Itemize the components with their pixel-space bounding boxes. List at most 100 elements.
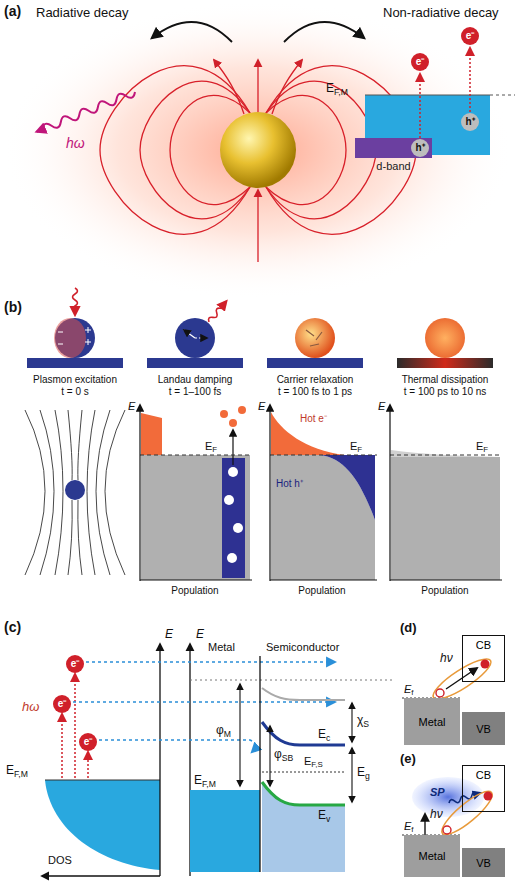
energy-axis xyxy=(159,644,160,876)
graph-axis xyxy=(140,579,502,580)
schottky-junction xyxy=(259,656,260,872)
energy-symbol: Ev xyxy=(318,809,330,822)
energy-symbol: EF xyxy=(476,440,488,453)
symbol-main: E xyxy=(404,683,411,695)
population-graph xyxy=(391,457,500,580)
field-lines xyxy=(257,190,258,262)
text-label: Carrier relaxation xyxy=(277,374,354,385)
fermi-level xyxy=(270,455,377,456)
particle xyxy=(55,318,95,358)
text-label: Landau damping xyxy=(158,374,233,385)
population-graph xyxy=(320,455,375,520)
energy-axis xyxy=(42,644,190,876)
gold-nanoparticle xyxy=(220,112,296,188)
energy-symbol: χS xyxy=(357,714,369,727)
near-field xyxy=(25,410,45,575)
injection-arrow xyxy=(73,701,335,703)
near-field xyxy=(68,410,72,480)
text-label: Radiative decay xyxy=(36,6,129,20)
substrate xyxy=(267,358,363,368)
band-label: CB xyxy=(476,769,491,781)
field-lines xyxy=(100,60,416,262)
carrier-ball: h⁺ xyxy=(411,139,429,157)
text-label: Population xyxy=(171,585,218,596)
symbol-subscript: g xyxy=(365,771,370,781)
decay-arrow xyxy=(284,22,364,42)
symbol-subscript: M xyxy=(224,729,231,739)
schottky-junction xyxy=(190,680,392,681)
near-field xyxy=(87,410,95,575)
text-label: Population xyxy=(298,585,345,596)
symbol-main: E xyxy=(476,440,483,452)
particle-arrows xyxy=(306,330,322,346)
plasmon-glow xyxy=(3,0,513,300)
particle xyxy=(54,318,86,358)
energy-symbol: EF,M xyxy=(6,764,28,777)
text-label: t = 100 ps to 10 ns xyxy=(404,386,487,397)
schottky-junction xyxy=(262,722,345,745)
text-label: Metal xyxy=(208,641,235,653)
metal-dos xyxy=(45,780,160,781)
near-field xyxy=(55,410,63,575)
carrier-pair xyxy=(437,786,498,841)
substrate xyxy=(27,358,123,368)
band-box: Metal xyxy=(404,698,460,745)
energy-gap-arrow xyxy=(269,726,270,786)
excitation-arrow xyxy=(469,48,471,112)
schottky-junction xyxy=(190,790,260,872)
schottky-junction xyxy=(262,782,345,872)
symbol-main: E xyxy=(326,81,334,95)
plasmon-glow xyxy=(3,0,513,300)
metal-band xyxy=(490,95,515,96)
symbol-main: E xyxy=(350,440,357,452)
text-label: E xyxy=(378,400,385,412)
graph-axis xyxy=(139,405,140,581)
symbol-main: E xyxy=(205,440,212,452)
energy-symbol: Ec xyxy=(318,728,330,741)
graph-axis xyxy=(140,405,502,581)
schottky-junction xyxy=(190,656,392,872)
particle xyxy=(54,318,465,358)
light-wave xyxy=(73,288,78,315)
excitation-arrow xyxy=(419,74,421,138)
band-box: Metal xyxy=(404,835,460,877)
substrate xyxy=(27,358,493,368)
near-field xyxy=(96,410,110,575)
graph-axis xyxy=(269,405,270,581)
substrate xyxy=(147,358,243,368)
injection-arrow xyxy=(73,662,335,752)
symbol-subscript: S xyxy=(363,719,369,729)
text-label: E xyxy=(258,400,265,412)
excitation-arrow xyxy=(62,674,88,778)
energy-axis xyxy=(42,875,160,876)
light-wave xyxy=(73,288,229,324)
field-lines xyxy=(214,60,244,114)
symbol-main: E xyxy=(194,773,202,787)
energy-gap-arrow xyxy=(240,684,352,802)
graph-axis xyxy=(389,405,390,581)
population-graph xyxy=(228,467,238,477)
injection-arrow xyxy=(86,661,335,663)
population-graph xyxy=(232,430,233,465)
symbol-subscript: F,M xyxy=(14,769,28,779)
text-label: hω xyxy=(66,136,85,151)
energy-gap-arrow xyxy=(351,703,352,742)
symbol-subscript: F xyxy=(212,445,217,454)
population-graph xyxy=(229,419,237,427)
population-graph xyxy=(238,406,246,414)
text-label: DOS xyxy=(48,854,72,866)
particle xyxy=(58,332,63,344)
excitation-arrow xyxy=(74,674,76,778)
band-box: CB xyxy=(462,765,505,812)
population-graph xyxy=(141,406,500,580)
symbol-subscript: F,M xyxy=(202,779,216,789)
text-label: Plasmon excitation xyxy=(33,374,117,385)
text-label: (a) xyxy=(4,4,21,19)
energy-symbol: Ef xyxy=(404,820,414,833)
text-label: Population xyxy=(421,585,468,596)
energy-symbol: EF xyxy=(205,440,217,453)
carrier-pair xyxy=(481,660,490,669)
band-label: VB xyxy=(476,723,491,735)
decay-arrow xyxy=(152,22,232,42)
